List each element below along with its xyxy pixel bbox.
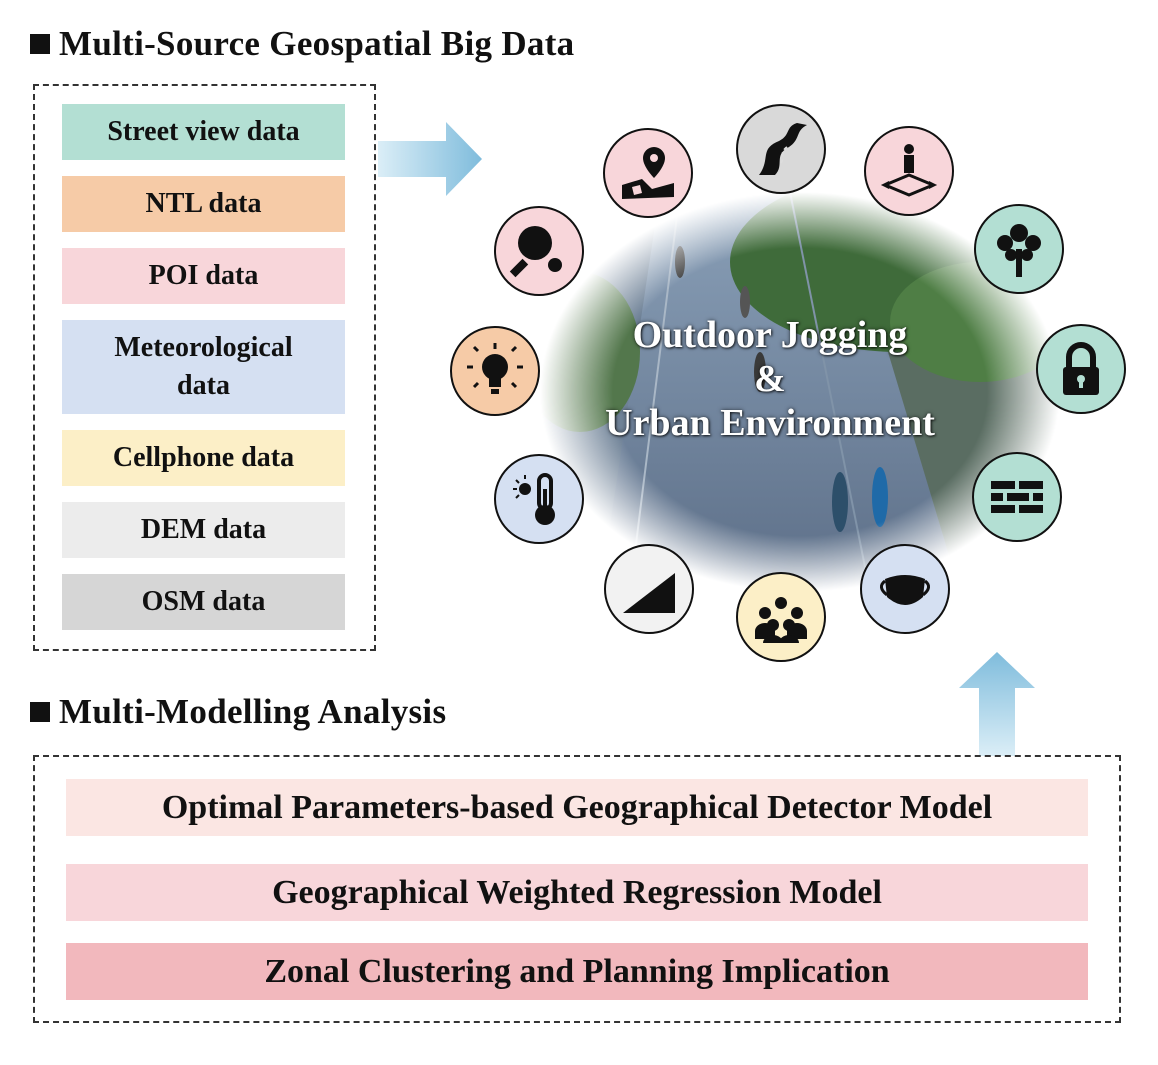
model-item: Optimal Parameters-based Geographical De… xyxy=(66,779,1088,836)
data-source-item: OSM data xyxy=(62,574,345,630)
models-box xyxy=(33,755,1121,1023)
brick-wall-icon xyxy=(972,452,1062,542)
map-pin-icon xyxy=(603,128,693,218)
road-icon xyxy=(736,104,826,194)
data-section-title: Multi-Source Geospatial Big Data xyxy=(59,24,575,63)
tree-icon xyxy=(974,204,1064,294)
data-source-item: Street view data xyxy=(62,104,345,160)
data-source-item: Cellphone data xyxy=(62,430,345,486)
data-source-item: NTL data xyxy=(62,176,345,232)
hub-title-line: & xyxy=(754,358,786,400)
data-section-heading: Multi-Source Geospatial Big Data xyxy=(30,24,574,64)
model-item: Zonal Clustering and Planning Implicatio… xyxy=(66,943,1088,1000)
data-sources-box xyxy=(33,84,376,651)
model-item: Geographical Weighted Regression Model xyxy=(66,864,1088,921)
jogging-street-photo xyxy=(540,192,1060,592)
people-group-icon xyxy=(736,572,826,662)
square-bullet-icon xyxy=(30,34,50,54)
hub-title-line: Urban Environment xyxy=(605,402,935,444)
model-section-heading: Multi-Modelling Analysis xyxy=(30,692,446,732)
face-mask-icon xyxy=(860,544,950,634)
data-source-item: POI data xyxy=(62,248,345,304)
crossroad-person-icon xyxy=(864,126,954,216)
ping-pong-icon xyxy=(494,206,584,296)
lock-icon xyxy=(1036,324,1126,414)
model-section-title: Multi-Modelling Analysis xyxy=(59,692,447,731)
data-source-item: Meteorological data xyxy=(62,320,345,414)
square-bullet-icon xyxy=(30,702,50,722)
up-arrow-icon xyxy=(959,652,1035,756)
slope-icon xyxy=(604,544,694,634)
right-arrow-icon xyxy=(378,122,482,196)
hub-title: Outdoor Jogging & Urban Environment xyxy=(560,313,980,445)
lightbulb-icon xyxy=(450,326,540,416)
hub-title-line: Outdoor Jogging xyxy=(632,314,908,356)
data-source-item: DEM data xyxy=(62,502,345,558)
thermometer-sun-icon xyxy=(494,454,584,544)
